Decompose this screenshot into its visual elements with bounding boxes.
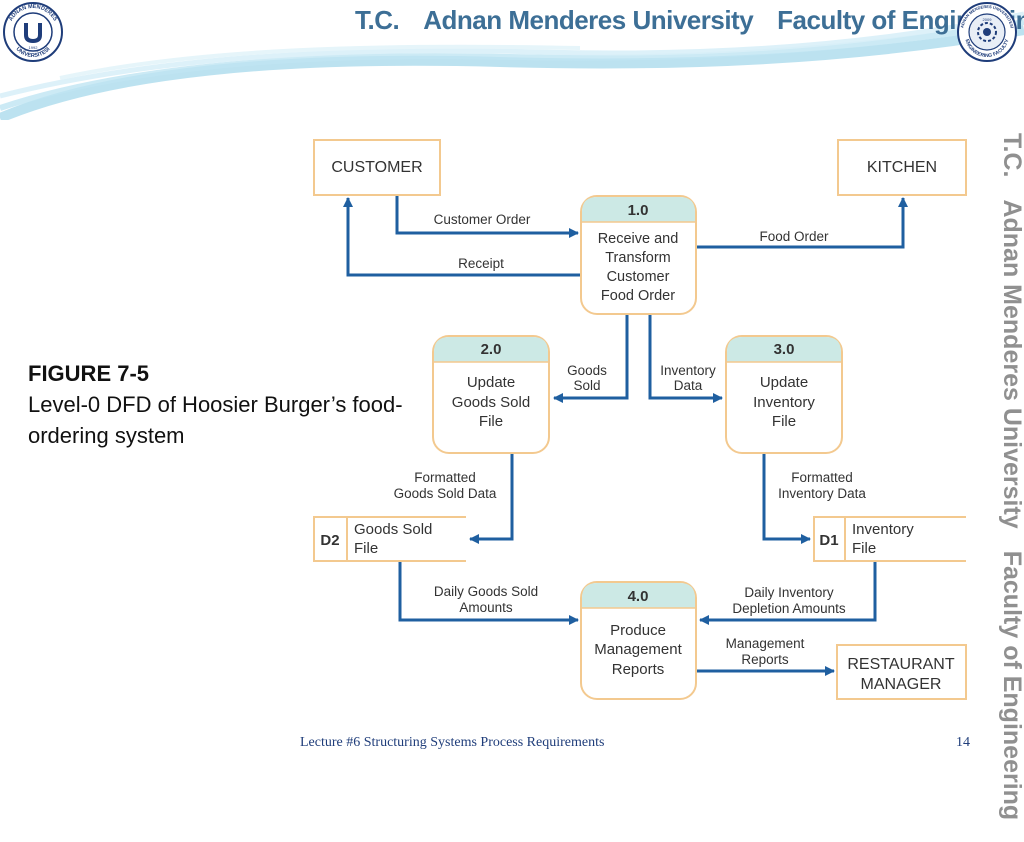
process-3-line1: Update bbox=[760, 374, 808, 391]
data-store-d2-id: D2 bbox=[320, 532, 339, 549]
process-4-line3: Reports bbox=[612, 661, 665, 678]
process-2-line1: Update bbox=[467, 374, 515, 391]
flow-label-food-order: Food Order bbox=[759, 229, 829, 244]
flow-food-order bbox=[697, 197, 908, 249]
process-3-line3: File bbox=[772, 413, 796, 430]
entity-kitchen-label: KITCHEN bbox=[867, 159, 937, 176]
flow-label-daily-inventory-2: Depletion Amounts bbox=[732, 601, 846, 616]
data-store-d1-line1: Inventory bbox=[852, 521, 914, 538]
entity-customer-label: CUSTOMER bbox=[331, 159, 422, 176]
flow-label-daily-goods-1: Daily Goods Sold bbox=[434, 584, 538, 599]
process-4-line1: Produce bbox=[610, 622, 666, 639]
data-store-d2-line1: Goods Sold bbox=[354, 521, 432, 538]
header-swoosh bbox=[0, 0, 1024, 120]
flow-label-formatted-goods-1: Formatted bbox=[414, 470, 476, 485]
data-store-d1-line2: File bbox=[852, 540, 876, 557]
flow-label-formatted-inventory-2: Inventory Data bbox=[778, 486, 866, 501]
header-title-tc: T.C. bbox=[355, 5, 400, 35]
flow-formatted-goods bbox=[469, 454, 514, 544]
flow-label-daily-inventory-1: Daily Inventory bbox=[744, 585, 834, 600]
process-2-line3: File bbox=[479, 413, 503, 430]
flow-label-management-reports-1: Management bbox=[726, 636, 805, 651]
process-3-line2: Inventory bbox=[753, 394, 815, 411]
process-2-line2: Goods Sold bbox=[452, 394, 530, 411]
logo-right-year: 2009 bbox=[983, 17, 993, 22]
process-4-id: 4.0 bbox=[628, 588, 649, 605]
entity-manager-line1: RESTAURANT bbox=[847, 656, 954, 673]
flow-receipt bbox=[343, 197, 580, 277]
process-2-id: 2.0 bbox=[481, 341, 502, 358]
flow-customer-order bbox=[395, 195, 579, 238]
flow-label-goods-sold-1: Goods bbox=[567, 363, 607, 378]
flow-goods-sold bbox=[553, 315, 629, 403]
process-1-line3: Customer bbox=[607, 269, 670, 285]
header-title-university: Adnan Menderes University bbox=[423, 5, 754, 35]
flow-label-inventory-data-2: Data bbox=[674, 378, 703, 393]
flow-daily-inventory bbox=[699, 562, 877, 625]
process-2-0: 2.0 Update Goods Sold File bbox=[432, 335, 550, 454]
process-3-id: 3.0 bbox=[774, 341, 795, 358]
process-1-line1: Receive and bbox=[598, 231, 679, 247]
data-store-d1-id: D1 bbox=[819, 532, 838, 549]
entity-customer: CUSTOMER bbox=[313, 139, 441, 196]
flow-inventory-data bbox=[648, 315, 723, 403]
page-number: 14 bbox=[956, 735, 970, 750]
process-1-0: 1.0 Receive and Transform Customer Food … bbox=[580, 195, 697, 315]
flow-label-management-reports-2: Reports bbox=[741, 652, 789, 667]
flow-label-formatted-goods-2: Goods Sold Data bbox=[394, 486, 497, 501]
entity-kitchen: KITCHEN bbox=[837, 139, 967, 196]
flow-label-goods-sold-2: Sold bbox=[573, 378, 600, 393]
process-3-0: 3.0 Update Inventory File bbox=[725, 335, 843, 454]
data-store-d2: D2 Goods Sold File bbox=[313, 516, 466, 562]
flow-label-receipt: Receipt bbox=[458, 256, 504, 271]
figure-caption: FIGURE 7-5 Level-0 DFD of Hoosier Burger… bbox=[28, 358, 428, 451]
entity-restaurant-manager: RESTAURANT MANAGER bbox=[836, 644, 967, 700]
figure-caption-title: FIGURE 7-5 bbox=[28, 361, 150, 386]
faculty-logo: ADNAN MENDERES ÜNİVERSİTESİ ENGINEERING … bbox=[957, 2, 1017, 62]
figure-caption-text: Level-0 DFD of Hoosier Burger’s food-ord… bbox=[28, 392, 403, 448]
flow-label-inventory-data-1: Inventory bbox=[660, 363, 716, 378]
process-1-line2: Transform bbox=[605, 250, 671, 266]
university-logo: ADNAN MENDERES ÜNİVERSİTESİ 1992 bbox=[3, 2, 63, 62]
flow-label-formatted-inventory-1: Formatted bbox=[791, 470, 853, 485]
flow-daily-goods bbox=[398, 562, 579, 625]
process-4-line2: Management bbox=[594, 641, 682, 658]
flow-label-daily-goods-2: Amounts bbox=[459, 600, 513, 615]
logo-left-year: 1992 bbox=[29, 45, 39, 50]
entity-manager-line2: MANAGER bbox=[861, 676, 942, 693]
data-store-d1: D1 Inventory File bbox=[813, 516, 966, 562]
footer-lecture-title: Lecture #6 Structuring Systems Process R… bbox=[300, 735, 605, 750]
flow-formatted-inventory bbox=[762, 454, 811, 544]
process-4-0: 4.0 Produce Management Reports bbox=[580, 581, 697, 700]
flow-label-customer-order: Customer Order bbox=[434, 212, 531, 227]
data-store-d2-line2: File bbox=[354, 540, 378, 557]
process-1-line4: Food Order bbox=[601, 288, 675, 304]
process-1-id: 1.0 bbox=[628, 202, 649, 219]
dfd-diagram: CUSTOMER KITCHEN RESTAURANT MANAGER 1.0 … bbox=[313, 139, 967, 700]
